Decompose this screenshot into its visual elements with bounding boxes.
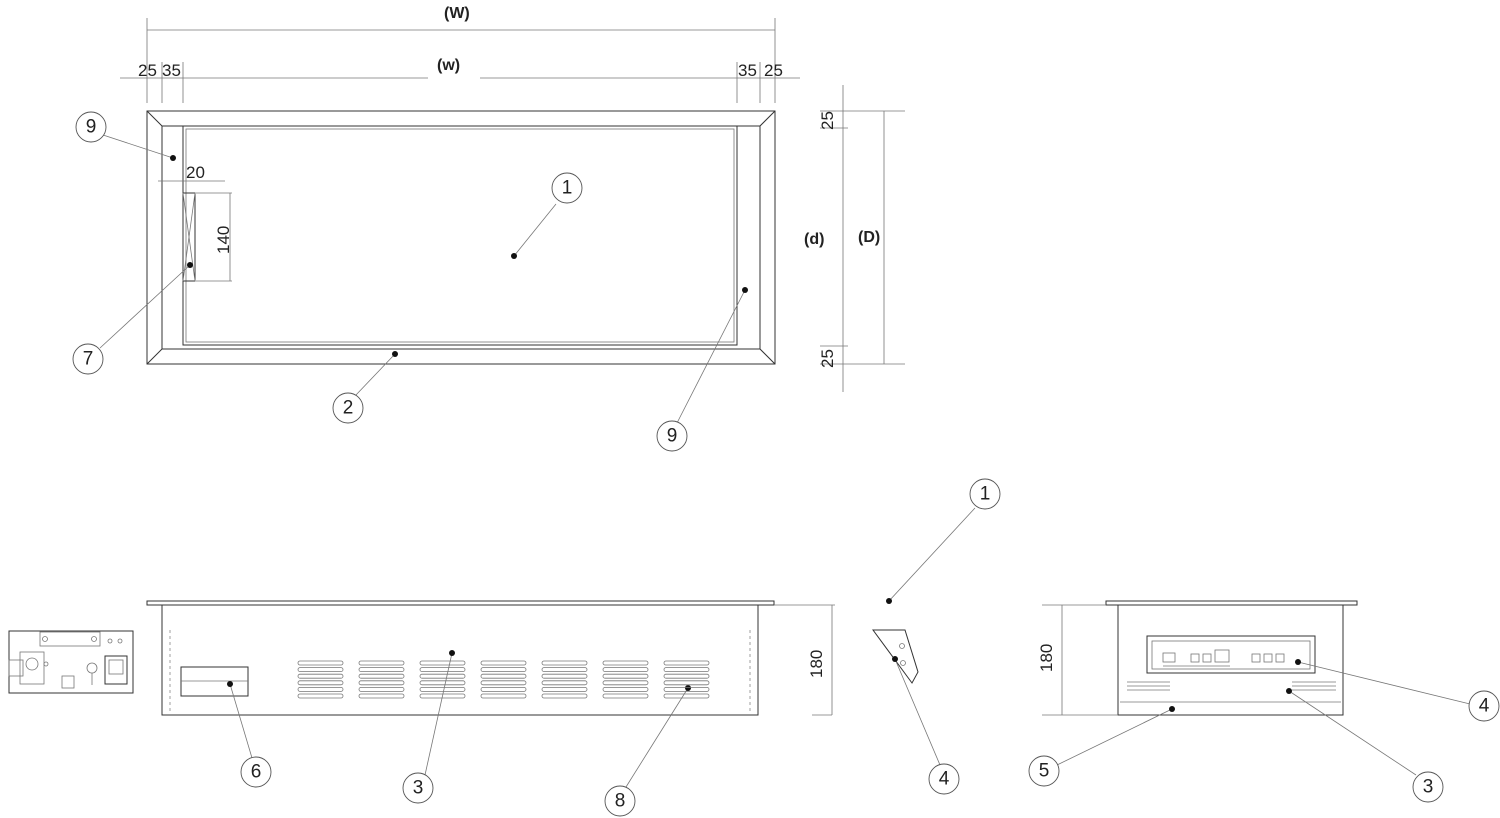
front-louvres — [297, 660, 710, 699]
louvre-slat — [419, 673, 466, 679]
louvre-slat — [297, 687, 344, 692]
louvre-slat — [602, 673, 649, 679]
control-panel-front — [180, 666, 249, 697]
louvre-slat — [602, 660, 649, 666]
louvre-slat — [663, 667, 710, 672]
control-panel-detail — [8, 630, 134, 694]
louvre-slat — [358, 660, 405, 666]
louvre-slat — [419, 687, 466, 692]
louvre-slat — [480, 680, 527, 686]
callout-sec-1: 1 — [969, 478, 1001, 510]
louvre-slat — [480, 673, 527, 679]
dim-D: (D) — [858, 229, 880, 246]
section-detail: 1 4 — [872, 478, 1001, 795]
top-outer-frame — [146, 110, 776, 365]
callout-top-2: 2 — [332, 392, 364, 424]
louvre-slat — [358, 687, 405, 692]
louvre-slat — [297, 667, 344, 672]
louvre-slat — [602, 693, 649, 699]
callout-sec-4: 4 — [928, 763, 960, 795]
svg-text:4: 4 — [1479, 696, 1490, 717]
dim-right-35: 35 — [738, 61, 757, 80]
dim-slot-140: 140 — [214, 226, 233, 254]
callout-top-9-left: 9 — [75, 111, 107, 143]
dim-W: (W) — [444, 5, 470, 22]
svg-text:1: 1 — [980, 484, 991, 505]
dim-right-25: 25 — [764, 61, 783, 80]
louvre-slat — [297, 680, 344, 686]
louvre-slat — [358, 693, 405, 699]
svg-text:6: 6 — [251, 762, 262, 783]
dim-left-25: 25 — [138, 61, 157, 80]
dim-front-180: 180 — [807, 650, 826, 678]
svg-text:4: 4 — [939, 769, 950, 790]
louvre-slat — [480, 693, 527, 699]
top-inner-frame — [161, 125, 761, 350]
svg-text:9: 9 — [667, 426, 678, 447]
callout-front-6: 6 — [240, 756, 272, 788]
louvre-slat — [480, 660, 527, 666]
louvre-slat — [663, 673, 710, 679]
side-view: 180 4 3 5 — [1028, 600, 1500, 803]
louvre-slat — [419, 693, 466, 699]
side-control-panel — [1146, 635, 1316, 674]
louvre-slat — [663, 687, 710, 692]
side-top-plate — [1105, 600, 1358, 606]
front-view: 180 6 3 8 — [146, 600, 835, 817]
louvre-slat — [541, 687, 588, 692]
svg-text:9: 9 — [86, 117, 97, 138]
louvre-slat — [358, 680, 405, 686]
callout-top-7: 7 — [72, 343, 104, 375]
callout-side-5: 5 — [1028, 755, 1060, 787]
louvre-slat — [480, 687, 527, 692]
svg-text:1: 1 — [562, 178, 573, 199]
louvre-slat — [419, 660, 466, 666]
louvre-slat — [541, 693, 588, 699]
louvre-slat — [358, 673, 405, 679]
svg-text:5: 5 — [1039, 761, 1050, 782]
top-plate — [182, 125, 738, 346]
svg-text:2: 2 — [343, 398, 354, 419]
callout-top-9-right: 9 — [656, 420, 688, 452]
louvre-slat — [602, 687, 649, 692]
side-vents — [1127, 681, 1336, 691]
louvre-slat — [663, 660, 710, 666]
louvre-slat — [297, 673, 344, 679]
dim-w: (w) — [437, 57, 460, 74]
louvre-slat — [419, 680, 466, 686]
louvre-slat — [358, 667, 405, 672]
dim-left-35: 35 — [162, 61, 181, 80]
louvre-slat — [602, 680, 649, 686]
louvre-slat — [541, 660, 588, 666]
slot — [182, 192, 196, 282]
callout-side-4: 4 — [1468, 690, 1500, 722]
svg-text:8: 8 — [615, 791, 626, 812]
callout-side-3: 3 — [1412, 771, 1444, 803]
svg-text:3: 3 — [1423, 777, 1434, 798]
callout-top-1: 1 — [551, 172, 583, 204]
louvre-slat — [419, 667, 466, 672]
louvre-slat — [663, 680, 710, 686]
louvre-slat — [602, 667, 649, 672]
louvre-slat — [297, 660, 344, 666]
louvre-slat — [663, 693, 710, 699]
callout-front-3: 3 — [402, 772, 434, 804]
dim-d: (d) — [804, 231, 824, 248]
dim-bottom-25: 25 — [818, 349, 837, 368]
louvre-slat — [541, 673, 588, 679]
louvre-slat — [297, 693, 344, 699]
svg-text:7: 7 — [83, 349, 94, 370]
svg-text:3: 3 — [413, 778, 424, 799]
louvre-slat — [541, 680, 588, 686]
dim-top-25: 25 — [818, 111, 837, 130]
callout-front-8: 8 — [604, 785, 636, 817]
top-view: (W) (w) 25 35 35 25 20 140 — [72, 5, 905, 452]
dim-side-180: 180 — [1037, 644, 1056, 672]
louvre-slat — [541, 667, 588, 672]
front-top-plate — [146, 600, 775, 606]
dim-slot-20: 20 — [186, 163, 205, 182]
louvre-slat — [480, 667, 527, 672]
